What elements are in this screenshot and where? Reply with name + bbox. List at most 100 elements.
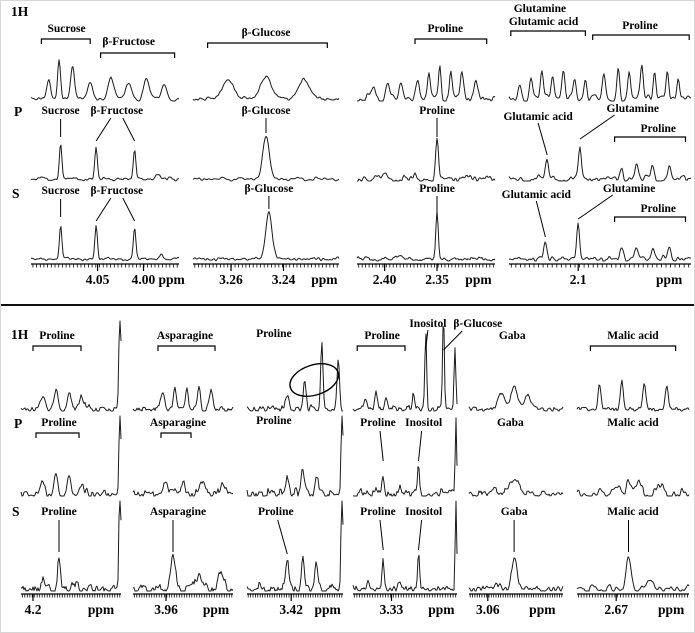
spectrum-cell: Proline bbox=[20, 498, 122, 593]
spectrum-plot bbox=[352, 500, 458, 592]
metabolite-label: β-Glucose bbox=[241, 27, 291, 39]
spectrum-trace bbox=[20, 415, 122, 497]
axis-unit-label: ppm bbox=[314, 602, 341, 617]
metabolite-label: Asparagine bbox=[149, 417, 207, 429]
peak-bracket bbox=[589, 345, 677, 351]
spectrum-plot bbox=[132, 345, 234, 412]
peak-pointer-line bbox=[418, 430, 423, 462]
ppm-axis: 2.1 ppm bbox=[509, 263, 691, 295]
spectrum-plot bbox=[192, 196, 340, 262]
peak-pointer-line bbox=[443, 330, 463, 351]
spectrum-plot bbox=[508, 30, 692, 102]
spectrum-trace bbox=[20, 320, 122, 412]
spectrum-trace bbox=[246, 415, 344, 497]
metabolite-label: β-Glucose bbox=[244, 183, 294, 195]
peak-pointer-line bbox=[535, 200, 546, 238]
axis-tick-label: 3.06 bbox=[475, 602, 500, 617]
spectrum-trace bbox=[132, 480, 233, 497]
spectrum-plot bbox=[508, 194, 692, 262]
peak-bracket bbox=[207, 42, 328, 48]
metabolite-label: Proline bbox=[640, 203, 677, 215]
spectrum-plot bbox=[576, 345, 690, 412]
spectrum-cell: Sucrose β-Fructose bbox=[30, 103, 180, 183]
axis-unit-label: ppm bbox=[158, 272, 185, 287]
axis-tick-marks bbox=[247, 593, 343, 601]
axis-tick-label: 4.00 bbox=[131, 272, 156, 287]
metabolite-label: β-Glucose bbox=[241, 105, 291, 117]
spectrum-cell: Malic acid bbox=[576, 413, 690, 498]
spectrum-cell: Asparagine bbox=[132, 318, 234, 413]
spectrum-cell: Proline bbox=[246, 318, 344, 413]
axis-tick-marks bbox=[133, 593, 233, 601]
axis-tick-label: 3.33 bbox=[379, 602, 404, 617]
metabolite-label: Inositol bbox=[405, 506, 443, 518]
spectrum-plot bbox=[576, 520, 690, 592]
peak-pointer-line bbox=[122, 117, 136, 142]
axis-unit-label: ppm bbox=[656, 272, 683, 287]
spectrum-plot bbox=[132, 432, 233, 497]
spectrum-plot bbox=[468, 385, 564, 412]
metabolite-label: Glutamic acid bbox=[503, 111, 573, 123]
peak-bracket bbox=[592, 34, 690, 40]
axis-tick-label: 4.05 bbox=[85, 272, 110, 287]
spectrum-cell: Malic acid bbox=[576, 498, 690, 593]
metabolite-label: Proline bbox=[41, 506, 77, 518]
axis-tick-label: 2.35 bbox=[425, 272, 449, 287]
row-label-s: S bbox=[12, 186, 20, 201]
spectrum-plot bbox=[30, 197, 180, 262]
metabolite-label: Proline bbox=[360, 506, 396, 518]
metabolite-label: Sucrose bbox=[41, 185, 80, 197]
axis-tick-marks bbox=[31, 263, 179, 271]
spectrum-cell: Proline bbox=[356, 183, 496, 263]
metabolite-label: Sucrose bbox=[41, 105, 80, 117]
spectrum-cell: β-Glucose bbox=[192, 103, 340, 183]
spectrum-trace bbox=[30, 144, 180, 182]
axis-tick-marks bbox=[357, 263, 495, 271]
spectrum-cell: Proline bbox=[357, 103, 496, 183]
spectrum-trace bbox=[132, 385, 234, 412]
metabolite-label: Proline bbox=[427, 23, 464, 35]
axis-unit-label: ppm bbox=[202, 602, 230, 617]
metabolite-label: Proline bbox=[256, 328, 292, 340]
spectrum-trace bbox=[356, 210, 496, 262]
peak-bracket bbox=[614, 216, 687, 222]
spectrum-plot bbox=[576, 478, 690, 497]
metabolite-label: β-Fructose bbox=[102, 36, 156, 48]
row-label-1h: 1H bbox=[11, 4, 29, 19]
metabolite-label: Asparagine bbox=[156, 330, 214, 342]
spectrum-plot bbox=[30, 38, 180, 102]
spectrum-trace bbox=[468, 479, 564, 497]
peak-pointer-line bbox=[537, 122, 548, 156]
spectrum-trace bbox=[357, 137, 496, 182]
ellipse-annotation bbox=[289, 363, 340, 397]
metabolite-label: Glutamine bbox=[513, 3, 567, 15]
spectrum-cell: Proline Inositol bbox=[352, 498, 458, 593]
metabolite-label: Proline bbox=[419, 183, 455, 195]
metabolite-label: Malic acid bbox=[607, 330, 659, 342]
peak-pointer-line bbox=[95, 117, 112, 142]
metabolite-label: β-Fructose bbox=[90, 105, 144, 117]
axis-tick-label: 2.1 bbox=[569, 272, 587, 287]
axis-tick-label: 3.42 bbox=[279, 602, 303, 617]
metabolite-label: Proline bbox=[258, 506, 294, 518]
metabolite-label: Proline bbox=[364, 330, 400, 342]
spectrum-trace bbox=[192, 75, 340, 101]
spectrum-trace bbox=[468, 557, 564, 592]
axis-tick-marks bbox=[353, 593, 457, 601]
peak-bracket bbox=[414, 38, 488, 44]
spectrum-cell: Gaba bbox=[468, 413, 564, 498]
spectrum-plot bbox=[352, 417, 458, 497]
axis-unit-label: ppm bbox=[657, 602, 685, 617]
metabolite-label: β-Glucose bbox=[453, 318, 503, 330]
